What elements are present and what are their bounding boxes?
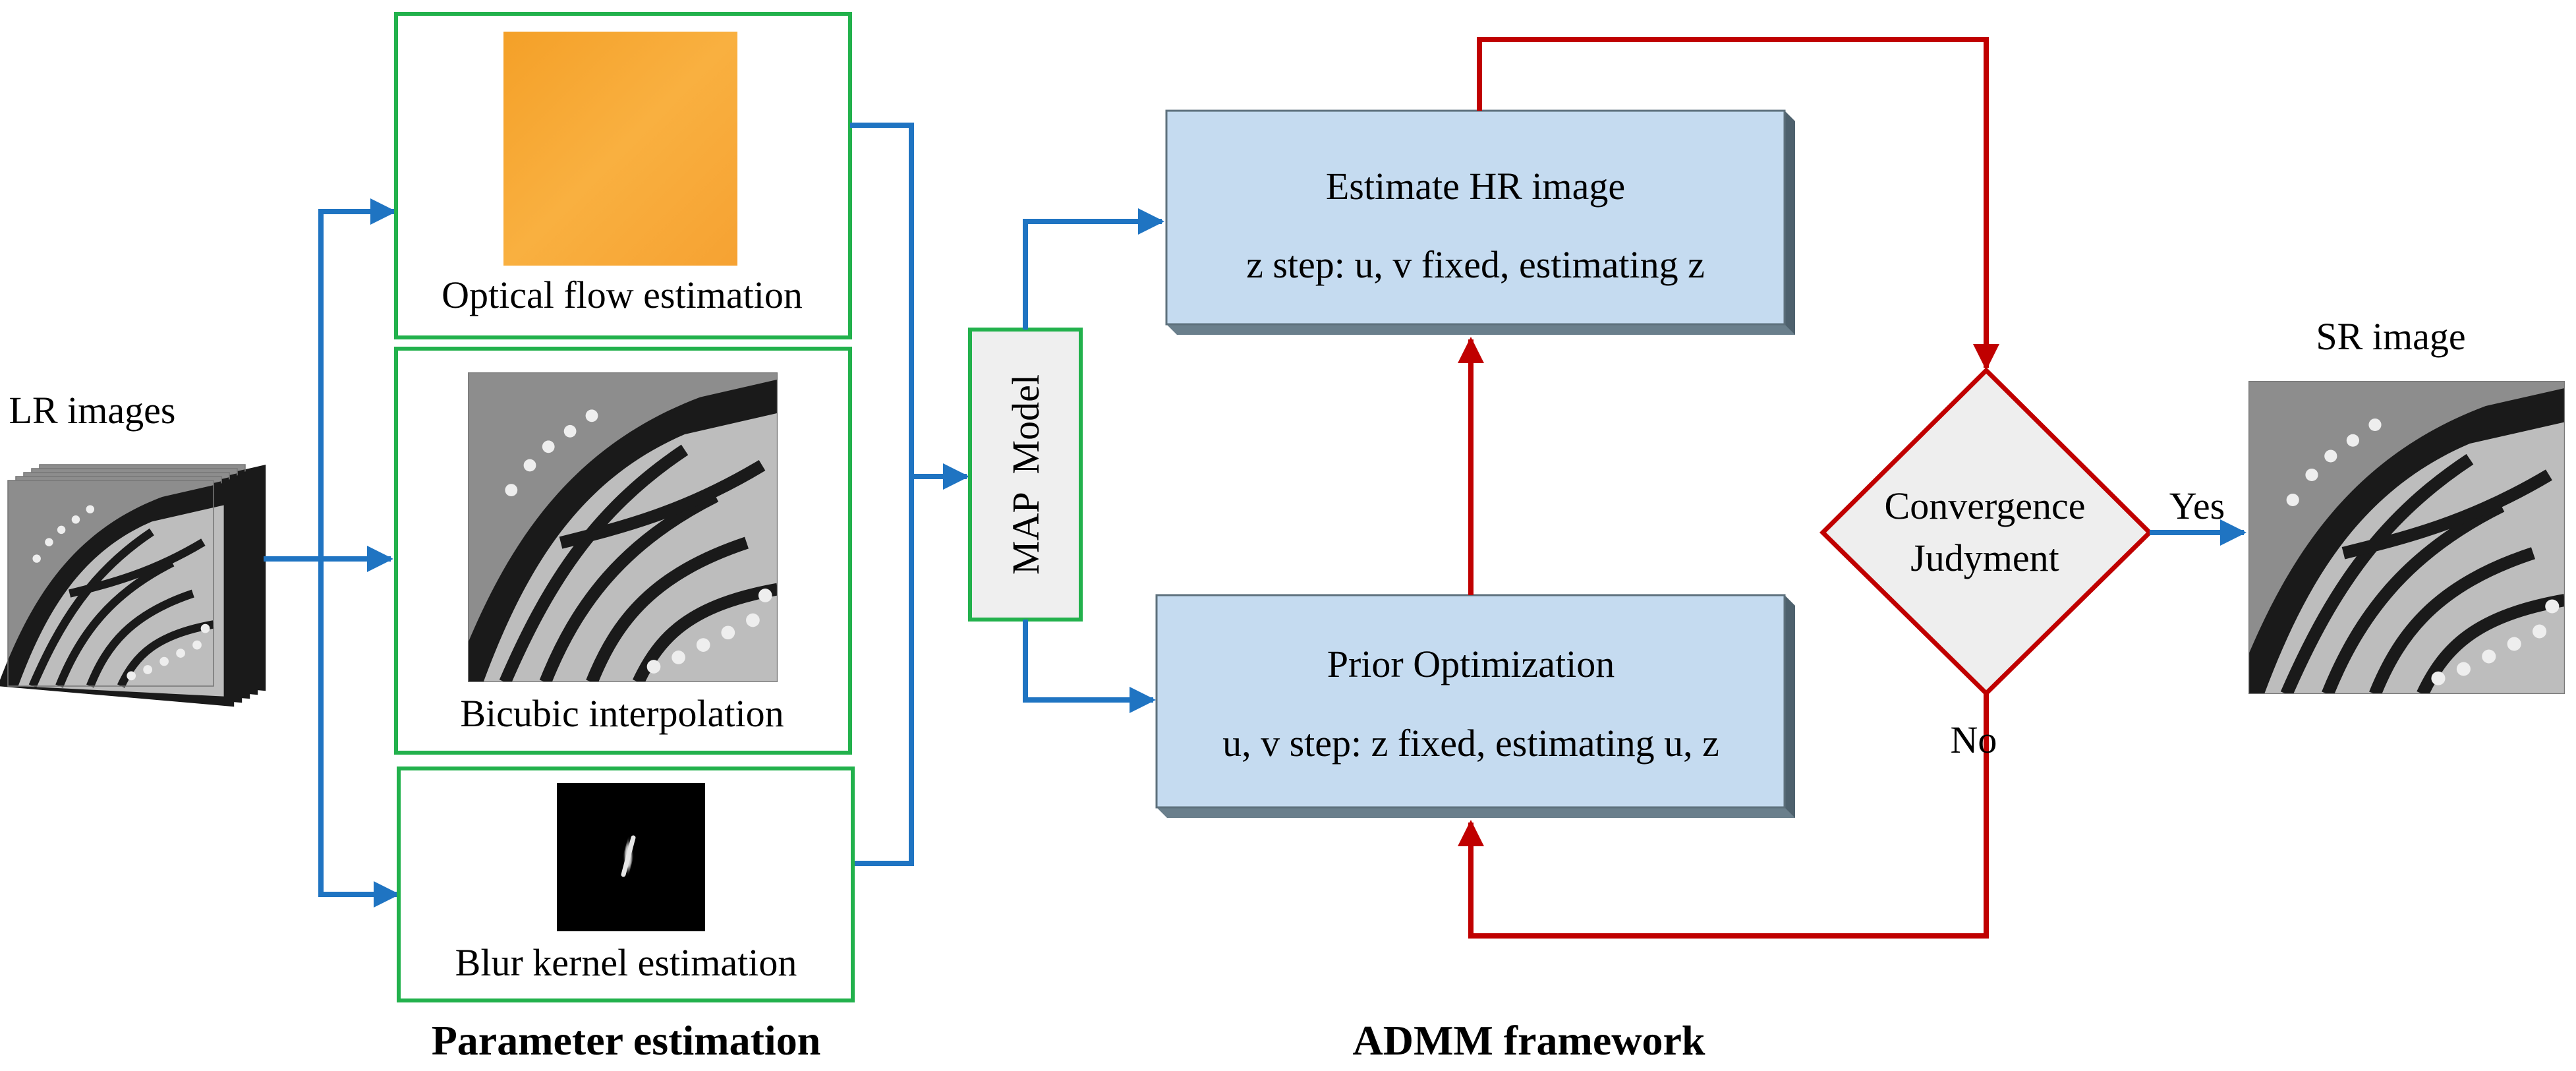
blur-kernel-box: Blur kernel estimation: [397, 767, 855, 1002]
arrow-no-loop: [1458, 693, 1989, 939]
admm-loop-arrows: [1458, 37, 1999, 939]
blur-kernel-label: Blur kernel estimation: [455, 941, 797, 984]
map-to-admm-arrows: [1023, 208, 1164, 713]
arrow-to-estimate-hr: [1023, 208, 1164, 330]
admm-framework-caption: ADMM framework: [1353, 1017, 1705, 1064]
estimate-hr-detail: z step: u, v fixed, estimating z: [1246, 243, 1705, 286]
arrow-to-prior-opt: [1023, 620, 1156, 713]
yes-label: Yes: [2169, 484, 2225, 527]
lr-to-params-arrows: [264, 198, 400, 908]
estimate-hr-title: Estimate HR image: [1326, 165, 1625, 208]
bicubic-image: [453, 372, 809, 713]
lr-image-stack: [0, 465, 266, 707]
prior-opt-title: Prior Optimization: [1327, 643, 1615, 685]
bicubic-box: Bicubic interpolation: [394, 347, 852, 755]
optical-flow-box: Optical flow estimation: [394, 12, 852, 339]
sr-image-label: SR image: [2316, 315, 2465, 358]
no-label: No: [1951, 718, 1997, 761]
arrow-hr-to-convergence: [1477, 37, 1999, 370]
convergence-line1: Convergence: [1885, 484, 2086, 527]
bicubic-label: Bicubic interpolation: [460, 692, 784, 735]
map-model-label: MAP Model: [1004, 374, 1047, 575]
convergence-diamond: Convergence Judyment: [1819, 367, 2153, 697]
sr-image: [2233, 381, 2576, 726]
optical-flow-image: [503, 32, 737, 266]
arrow-to-optical-flow: [318, 198, 397, 559]
map-model-box: MAP Model: [968, 328, 1083, 622]
estimate-hr-box: Estimate HR image z step: u, v fixed, es…: [1165, 109, 1795, 335]
prior-optimization-box: Prior Optimization u, v step: z fixed, e…: [1155, 594, 1795, 818]
arrow-to-blur-kernel: [318, 559, 400, 908]
lr-images-label: LR images: [9, 389, 176, 432]
optical-flow-label: Optical flow estimation: [442, 274, 803, 316]
parameter-estimation-caption: Parameter estimation: [432, 1017, 821, 1064]
prior-opt-detail: u, v step: z fixed, estimating u, z: [1222, 722, 1719, 765]
params-to-map-arrows: [850, 123, 969, 866]
convergence-line2: Judyment: [1910, 536, 2059, 579]
